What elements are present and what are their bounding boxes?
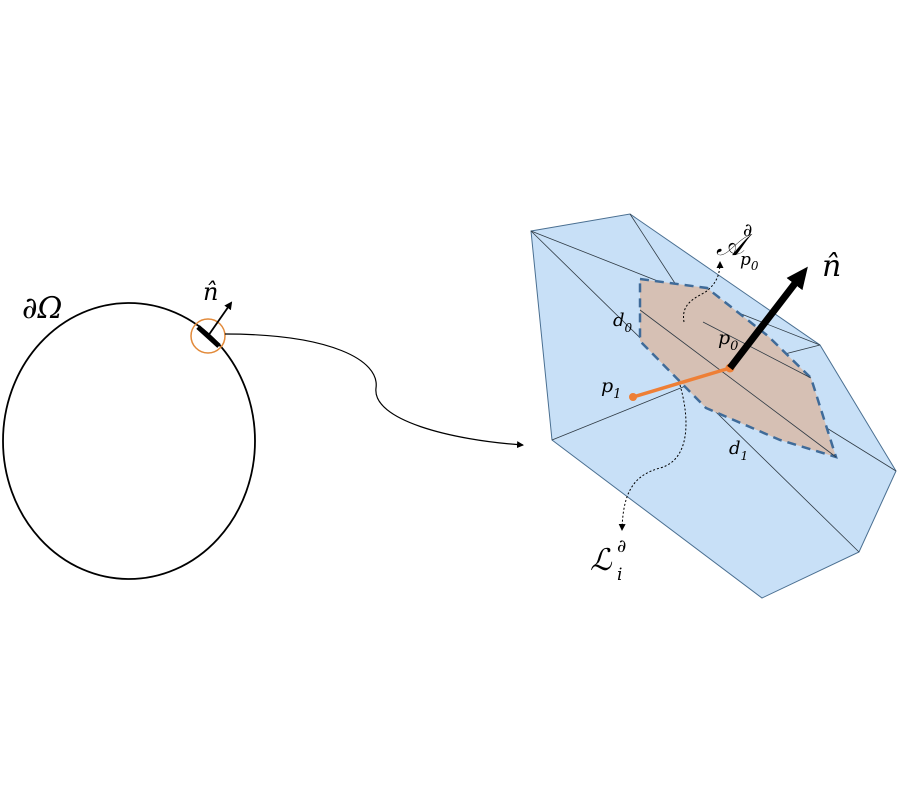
line-label-sup: ∂ [617,536,626,557]
large-normal-label: n̂ [822,249,841,284]
boundary-element [196,325,221,348]
d1-label: d1 [729,438,748,463]
small-normal-arrow [207,301,233,337]
control-area-edges [639,309,837,458]
area-label-sup: ∂ [743,220,752,241]
small-normal-label: n̂ [203,278,218,306]
area-label-sub: p0 [740,250,759,273]
line-label: ℒ [590,543,613,578]
zoom-connector-arrow [224,333,524,449]
large-normal-arrow [727,266,808,371]
d0-label: d0 [613,310,633,335]
domain-boundary [2,302,256,580]
p1-label: p1 [601,375,621,402]
p0-label: p0 [718,327,738,354]
point-p1 [629,393,637,401]
boundary-label: ∂Ω [22,291,62,326]
zoom-circle [190,318,226,354]
area-pointer [683,261,724,323]
line-label-sub: i [617,565,622,585]
segment-p0-p1 [632,366,731,399]
